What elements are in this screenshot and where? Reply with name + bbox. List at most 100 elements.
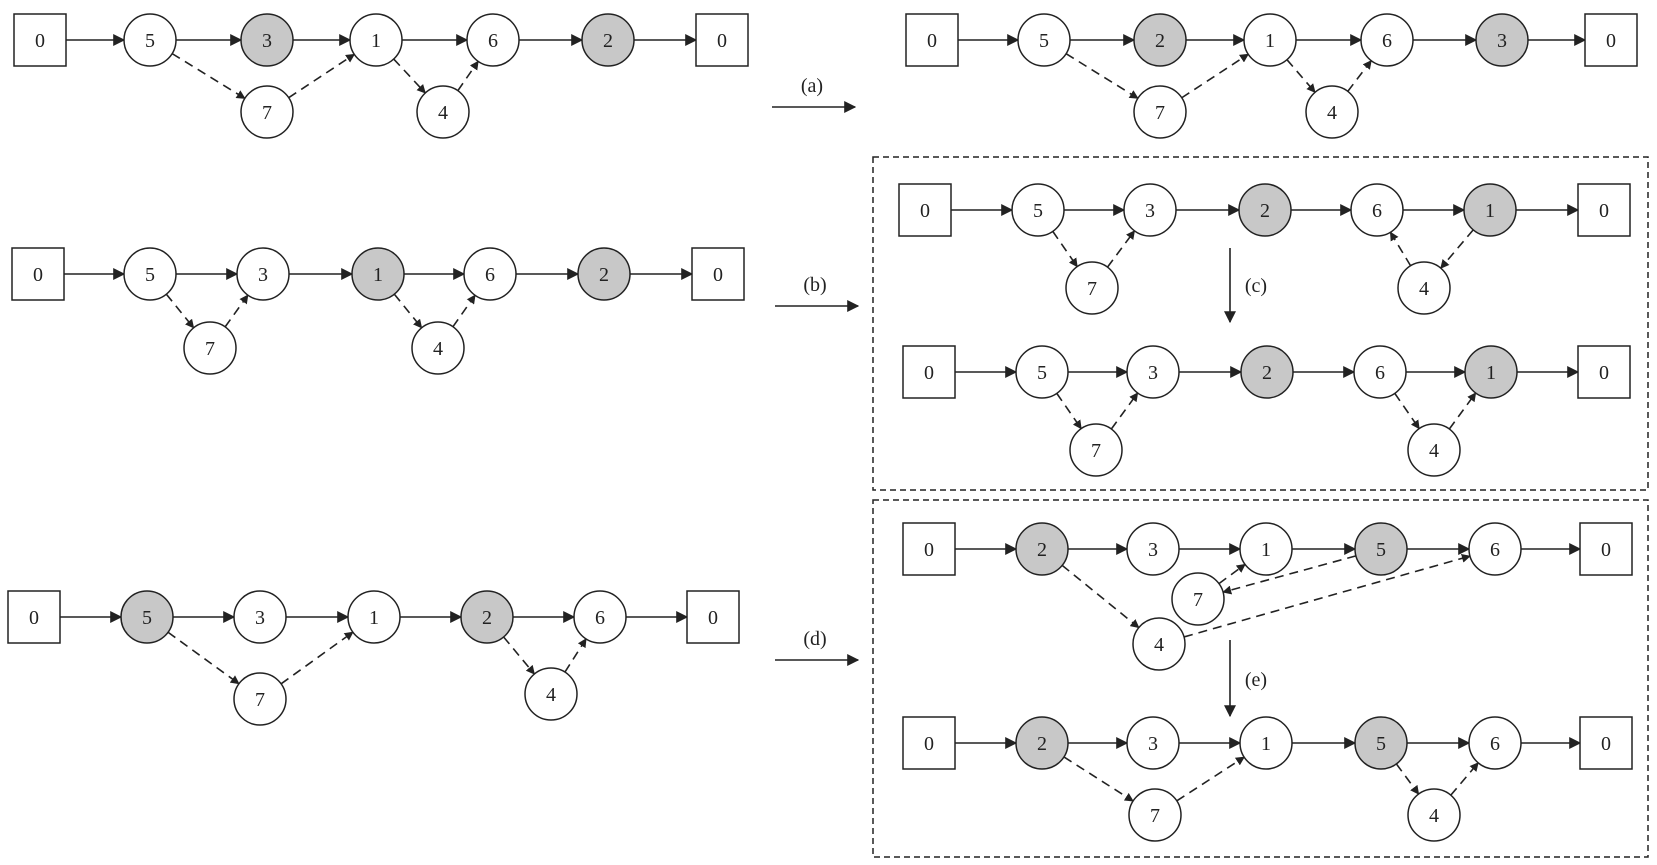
customer-node-3: 3 <box>240 13 294 67</box>
customer-node-7: 7 <box>233 672 287 726</box>
customer-node-2: 2 <box>1015 716 1069 770</box>
customer-node-7: 7 <box>240 85 294 139</box>
node-label: 3 <box>258 264 268 286</box>
transition-b: (b) <box>775 274 860 312</box>
customer-node-7: 7 <box>1065 261 1119 315</box>
dashed-arc-n7-to-n3 <box>224 294 249 328</box>
node-label: 7 <box>1155 102 1165 124</box>
node-label: 4 <box>1429 440 1439 462</box>
node-circle <box>411 321 465 375</box>
node-circle <box>1475 13 1529 67</box>
transition-c: (c) <box>1224 248 1267 324</box>
node-label: 5 <box>1033 200 1043 222</box>
customer-node-6: 6 <box>1353 345 1407 399</box>
customer-node-7: 7 <box>1171 572 1225 626</box>
customer-node-4: 4 <box>1305 85 1359 139</box>
node-circle <box>1407 788 1461 842</box>
node-label: 0 <box>1606 30 1616 52</box>
dashed-arc-n5-to-n7 <box>1222 555 1357 595</box>
customer-node-1: 1 <box>347 590 401 644</box>
node-circle <box>240 13 294 67</box>
node-square <box>902 716 956 770</box>
dashed-arc-n5-to-n7 <box>1052 230 1078 268</box>
transition-label-d: (d) <box>803 628 826 650</box>
node-label: 1 <box>1261 733 1271 755</box>
customer-node-4: 4 <box>1407 423 1461 477</box>
node-label: 6 <box>1375 362 1385 384</box>
customer-node-2: 2 <box>460 590 514 644</box>
node-label: 5 <box>1376 539 1386 561</box>
node-circle <box>460 590 514 644</box>
node-circle <box>1305 85 1359 139</box>
node-label: 0 <box>35 30 45 52</box>
node-circle <box>1239 522 1293 576</box>
node-label: 2 <box>1037 539 1047 561</box>
node-label: 2 <box>1260 200 1270 222</box>
group-frame-bc <box>872 156 1649 491</box>
node-circle <box>1015 522 1069 576</box>
node-label: 1 <box>1265 30 1275 52</box>
dashed-arc-n4-to-n6 <box>457 60 479 92</box>
node-circle <box>1128 788 1182 842</box>
node-circle <box>233 672 287 726</box>
node-label: 4 <box>1419 278 1429 300</box>
depot-node-0: 0 <box>1579 716 1633 770</box>
node-label: 6 <box>488 30 498 52</box>
node-circle <box>236 247 290 301</box>
customer-node-3: 3 <box>1126 345 1180 399</box>
node-circle <box>1464 345 1518 399</box>
node-label: 7 <box>1150 805 1160 827</box>
node-square <box>1579 522 1633 576</box>
dashed-arc-n5-to-n7 <box>1065 53 1139 99</box>
node-circle <box>123 247 177 301</box>
node-label: 4 <box>546 684 556 706</box>
node-circle <box>347 590 401 644</box>
customer-node-5: 5 <box>120 590 174 644</box>
node-circle <box>1133 13 1187 67</box>
node-circle <box>233 590 287 644</box>
customer-node-5: 5 <box>1354 522 1408 576</box>
transition-label-a: (a) <box>801 75 823 97</box>
transition-label-c: (c) <box>1245 275 1267 297</box>
customer-node-6: 6 <box>1468 522 1522 576</box>
customer-node-1: 1 <box>1239 716 1293 770</box>
node-circle <box>1397 261 1451 315</box>
depot-node-0: 0 <box>1577 183 1631 237</box>
depot-node-0: 0 <box>902 522 956 576</box>
dashed-arc-n2-to-n4 <box>1061 564 1140 629</box>
customer-node-6: 6 <box>1350 183 1404 237</box>
node-label: 1 <box>1485 200 1495 222</box>
node-circle <box>1126 522 1180 576</box>
node-circle <box>573 590 627 644</box>
transition-d: (d) <box>775 628 860 666</box>
node-square <box>7 590 61 644</box>
node-label: 6 <box>485 264 495 286</box>
node-label: 7 <box>262 102 272 124</box>
depot-node-0: 0 <box>691 247 745 301</box>
dashed-arc-n5-to-n4 <box>1395 763 1420 795</box>
dashed-arc-n4-to-n6 <box>1183 553 1471 638</box>
node-label: 1 <box>369 607 379 629</box>
node-label: 0 <box>924 362 934 384</box>
node-square <box>905 13 959 67</box>
customer-node-4: 4 <box>1132 617 1186 671</box>
dashed-arc-n6-to-n4 <box>1394 392 1420 430</box>
node-circle <box>1353 345 1407 399</box>
node-label: 7 <box>1087 278 1097 300</box>
dashed-arc-n7-to-n3 <box>1110 392 1139 430</box>
customer-node-7: 7 <box>1069 423 1123 477</box>
node-circle <box>183 321 237 375</box>
node-label: 0 <box>920 200 930 222</box>
node-circle <box>123 13 177 67</box>
node-circle <box>240 85 294 139</box>
customer-node-1: 1 <box>1239 522 1293 576</box>
node-circle <box>1171 572 1225 626</box>
node-label: 1 <box>371 30 381 52</box>
depot-node-0: 0 <box>902 716 956 770</box>
customer-node-7: 7 <box>1133 85 1187 139</box>
node-label: 3 <box>1148 539 1158 561</box>
